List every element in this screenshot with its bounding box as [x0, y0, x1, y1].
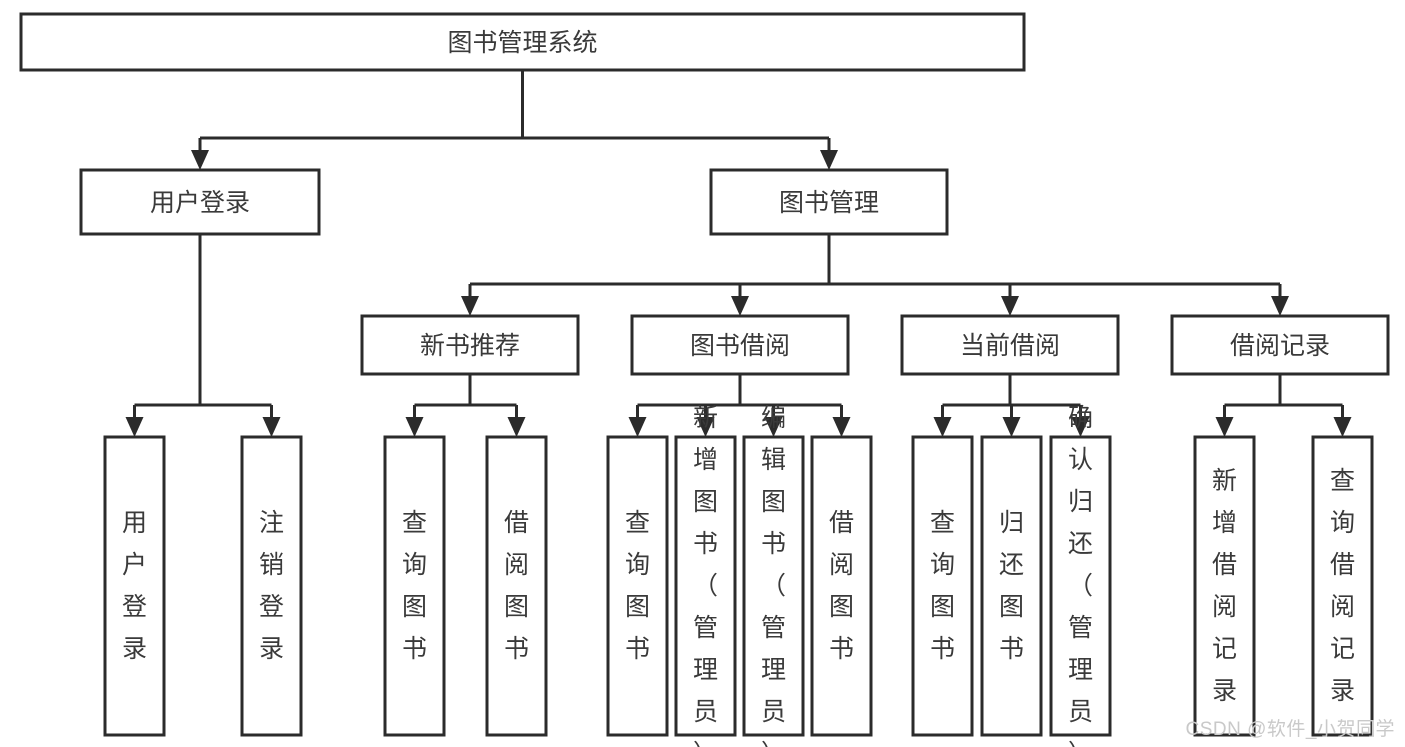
- node-label-leaf-borrow-4: 借阅图书: [829, 509, 854, 663]
- node-label-leaf-login-1: 用户登录: [122, 509, 147, 663]
- node-box-bookmgmt: [709, 168, 949, 236]
- node-label-leaf-borrow-3: 编辑图书（管理员）: [761, 404, 786, 747]
- node-leaf-current-2[interactable]: 归还图书: [980, 435, 1043, 737]
- node-label-leaf-borrow-2: 新增图书（管理员）: [693, 404, 718, 747]
- node-box-leaf-newbook-2: [485, 435, 548, 737]
- node-label-root: 图书管理系统: [447, 29, 597, 57]
- edge-group-record: [1215, 374, 1352, 437]
- node-leaf-newbook-1[interactable]: 查询图书: [383, 435, 446, 737]
- node-box-leaf-borrow-2: [674, 435, 737, 737]
- node-box-leaf-record-1: [1193, 435, 1256, 737]
- node-label-leaf-record-2: 查询借阅记录: [1330, 467, 1355, 705]
- node-leaf-current-1[interactable]: 查询图书: [911, 435, 974, 737]
- node-label-leaf-login-2: 注销登录: [259, 509, 284, 663]
- node-box-root: [19, 12, 1026, 72]
- node-label-leaf-current-1: 查询图书: [930, 509, 955, 663]
- edge-layer: [125, 70, 1352, 437]
- node-label-borrow: 图书借阅: [690, 332, 790, 360]
- node-box-leaf-borrow-3: [742, 435, 805, 737]
- node-label-leaf-newbook-1: 查询图书: [402, 509, 427, 663]
- arrow-head: [461, 296, 479, 316]
- node-label-bookmgmt: 图书管理: [779, 189, 879, 217]
- arrow-head: [1001, 296, 1019, 316]
- node-label-leaf-newbook-2: 借阅图书: [504, 509, 529, 663]
- node-box-login: [79, 168, 321, 236]
- arrow-head: [405, 417, 424, 437]
- node-label-newbook: 新书推荐: [420, 332, 520, 360]
- node-box-leaf-login-2: [240, 435, 303, 737]
- arrow-head: [628, 417, 647, 437]
- arrow-head: [507, 417, 526, 437]
- node-leaf-borrow-1[interactable]: 查询图书: [606, 435, 669, 737]
- node-label-leaf-borrow-1: 查询图书: [625, 509, 650, 663]
- arrow-head: [191, 150, 209, 170]
- node-box-leaf-newbook-1: [383, 435, 446, 737]
- node-box-leaf-current-1: [911, 435, 974, 737]
- arrow-head: [262, 417, 281, 437]
- edge-group-login: [125, 234, 281, 437]
- node-label-current: 当前借阅: [960, 332, 1060, 360]
- node-record[interactable]: 借阅记录: [1170, 314, 1390, 376]
- node-box-leaf-record-2: [1311, 435, 1374, 737]
- node-label-leaf-current-2: 归还图书: [999, 509, 1024, 663]
- node-leaf-borrow-2[interactable]: 新增图书（管理员）: [674, 404, 737, 747]
- node-box-leaf-current-2: [980, 435, 1043, 737]
- node-newbook[interactable]: 新书推荐: [360, 314, 580, 376]
- node-leaf-login-2[interactable]: 注销登录: [240, 435, 303, 737]
- node-box-leaf-borrow-4: [810, 435, 873, 737]
- node-label-record: 借阅记录: [1230, 332, 1330, 360]
- edge-group-root: [191, 70, 838, 170]
- node-label-leaf-current-3: 确认归还（管理员）: [1068, 404, 1093, 747]
- arrow-head: [933, 417, 952, 437]
- node-box-current: [900, 314, 1120, 376]
- node-leaf-newbook-2[interactable]: 借阅图书: [485, 435, 548, 737]
- node-layer: 图书管理系统用户登录图书管理新书推荐图书借阅当前借阅借阅记录用户登录注销登录查询…: [19, 12, 1390, 747]
- node-borrow[interactable]: 图书借阅: [630, 314, 850, 376]
- edge-group-borrow: [628, 374, 851, 437]
- node-leaf-borrow-4[interactable]: 借阅图书: [810, 435, 873, 737]
- node-login[interactable]: 用户登录: [79, 168, 321, 236]
- node-leaf-record-2[interactable]: 查询借阅记录: [1311, 435, 1374, 737]
- arrow-head: [820, 150, 838, 170]
- edge-group-newbook: [405, 374, 526, 437]
- arrow-head: [832, 417, 851, 437]
- edge-group-bookmgmt: [461, 234, 1289, 316]
- node-label-leaf-record-1: 新增借阅记录: [1212, 467, 1237, 705]
- node-box-leaf-current-3: [1049, 435, 1112, 737]
- arrow-head: [1071, 417, 1090, 437]
- node-box-record: [1170, 314, 1390, 376]
- node-leaf-login-1[interactable]: 用户登录: [103, 435, 166, 737]
- arrow-head: [1333, 417, 1352, 437]
- node-leaf-borrow-3[interactable]: 编辑图书（管理员）: [742, 404, 805, 747]
- node-box-borrow: [630, 314, 850, 376]
- node-box-leaf-borrow-1: [606, 435, 669, 737]
- arrow-head: [1271, 296, 1289, 316]
- arrow-head: [1215, 417, 1234, 437]
- node-leaf-record-1[interactable]: 新增借阅记录: [1193, 435, 1256, 737]
- arrow-head: [1002, 417, 1021, 437]
- node-label-login: 用户登录: [150, 189, 250, 217]
- node-leaf-current-3[interactable]: 确认归还（管理员）: [1049, 404, 1112, 747]
- node-root[interactable]: 图书管理系统: [19, 12, 1026, 72]
- arrow-head: [764, 417, 783, 437]
- node-box-newbook: [360, 314, 580, 376]
- arrow-head: [696, 417, 715, 437]
- arrow-head: [125, 417, 144, 437]
- node-bookmgmt[interactable]: 图书管理: [709, 168, 949, 236]
- node-box-leaf-login-1: [103, 435, 166, 737]
- arrow-head: [731, 296, 749, 316]
- node-current[interactable]: 当前借阅: [900, 314, 1120, 376]
- edge-group-current: [933, 374, 1090, 437]
